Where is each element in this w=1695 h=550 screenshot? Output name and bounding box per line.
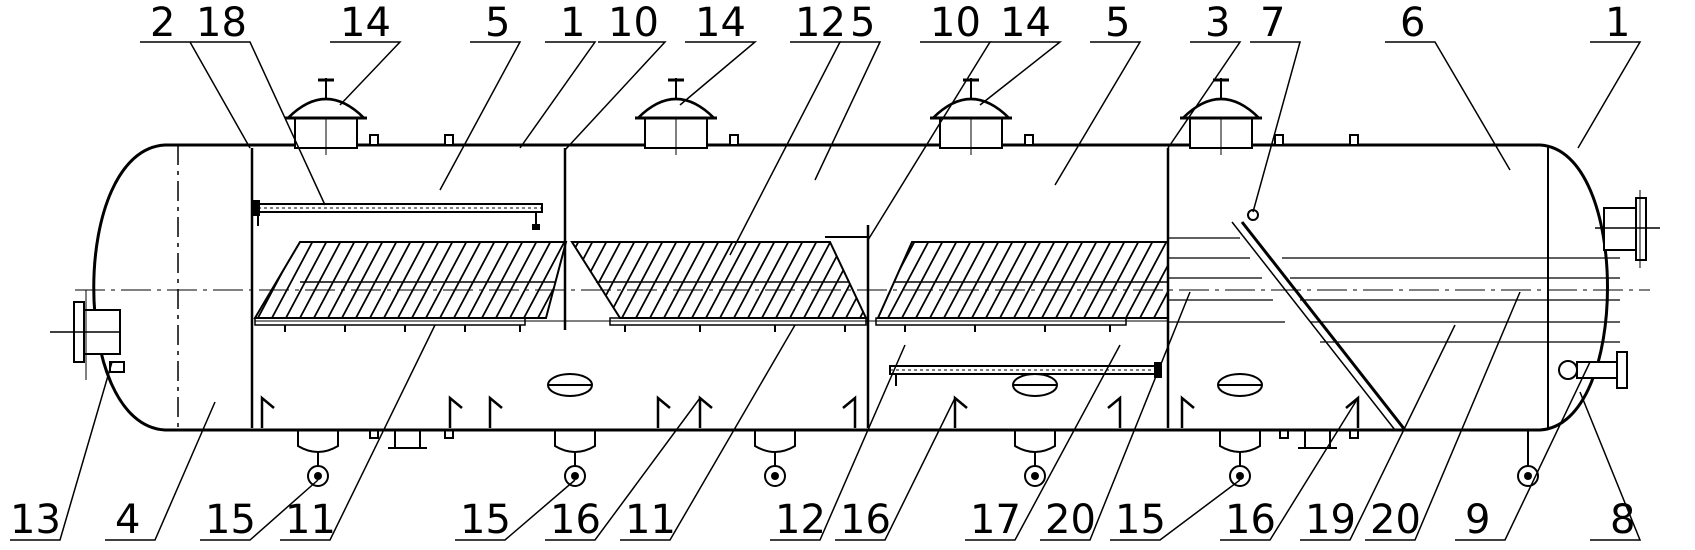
drain-nozzle-3 — [754, 430, 796, 487]
part-labels-bottom: 13 4 15 11 15 16 11 12 16 17 20 15 16 19… — [10, 497, 1635, 543]
label-17: 17 — [970, 497, 1021, 543]
sight-windows — [547, 373, 1263, 397]
coalescer-pack-1 — [253, 241, 568, 319]
drain-nozzle-2 — [554, 430, 596, 487]
drain-nozzle-5 — [1219, 430, 1261, 487]
leader-lines — [10, 41, 1642, 541]
label-14: 14 — [695, 0, 746, 46]
support-angles — [260, 395, 1360, 428]
label-15: 15 — [1115, 497, 1166, 543]
label-20: 20 — [1045, 497, 1096, 543]
label-16: 16 — [840, 497, 891, 543]
label-10: 10 — [608, 0, 659, 46]
label-10: 10 — [930, 0, 981, 46]
coalescer-pack-3 — [876, 241, 1169, 319]
label-3: 3 — [1205, 0, 1230, 46]
label-16: 16 — [1225, 497, 1276, 543]
inlet-distributor-pipe — [251, 200, 543, 230]
label-15: 15 — [460, 497, 511, 543]
drain-nozzle-4 — [1014, 430, 1056, 487]
label-20: 20 — [1370, 497, 1421, 543]
manholes — [285, 78, 1359, 155]
label-14: 14 — [1000, 0, 1051, 46]
gas-outlet-nozzle — [1595, 190, 1660, 268]
label-14: 14 — [340, 0, 391, 46]
manhole-2 — [635, 78, 717, 155]
label-1: 1 — [560, 0, 585, 46]
label-12: 12 — [775, 497, 826, 543]
label-5: 5 — [1105, 0, 1130, 46]
label-11: 11 — [285, 497, 336, 543]
drain-nozzle-6 — [1517, 430, 1539, 487]
support-grids — [254, 317, 1168, 332]
label-4: 4 — [115, 497, 140, 543]
label-11: 11 — [625, 497, 676, 543]
label-16: 16 — [550, 497, 601, 543]
label-5: 5 — [485, 0, 510, 46]
label-9: 9 — [1465, 497, 1490, 543]
label-8: 8 — [1610, 497, 1635, 543]
label-5: 5 — [850, 0, 875, 46]
coalescer-pack-2 — [570, 241, 868, 319]
label-6: 6 — [1400, 0, 1425, 46]
part-labels-top: 2 18 14 5 1 10 14 12 5 10 14 5 3 7 6 1 — [150, 0, 1630, 46]
label-1: 1 — [1605, 0, 1630, 46]
label-2: 2 — [150, 0, 175, 46]
label-12: 12 — [795, 0, 846, 46]
manhole-1 — [285, 78, 367, 155]
manhole-4 — [1180, 78, 1262, 155]
oil-chamber — [1168, 209, 1620, 431]
weir-plates — [563, 148, 870, 428]
drain-nozzles — [297, 429, 1539, 487]
inlet-nozzle — [50, 290, 125, 380]
label-19: 19 — [1305, 497, 1356, 543]
oil-outlet-nozzle — [1558, 351, 1628, 389]
vessel-shell — [75, 143, 1650, 432]
label-13: 13 — [10, 497, 61, 543]
drain-nozzle-1 — [297, 430, 339, 487]
label-15: 15 — [205, 497, 256, 543]
label-7: 7 — [1260, 0, 1285, 46]
label-18: 18 — [196, 0, 247, 46]
